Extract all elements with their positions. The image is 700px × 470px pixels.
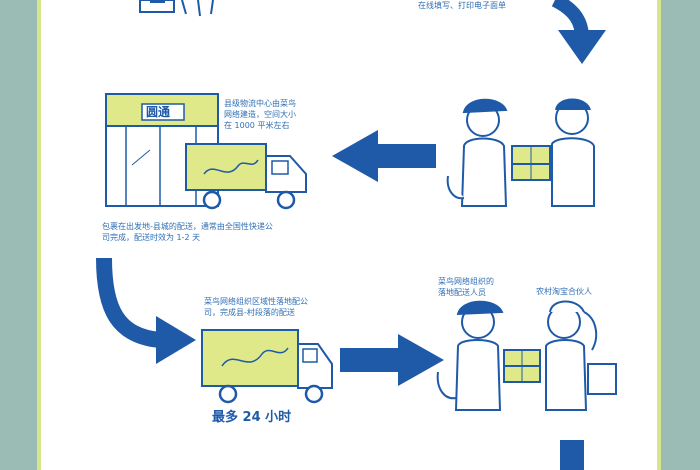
down-arrow-bottom xyxy=(560,440,584,470)
right-border xyxy=(657,0,661,470)
left-arrow xyxy=(332,130,436,182)
courier-handover-upper xyxy=(446,98,595,207)
last-mile-description: 菜鸟网络组织区域性落地配公 司，完成县-村段落的配送 xyxy=(204,297,308,317)
curve-arrow-left xyxy=(96,257,196,364)
center-sign: 圆通 xyxy=(146,105,171,119)
truck-upper xyxy=(185,143,307,210)
right-arrow xyxy=(340,334,444,386)
top-caption: 在线填写、打印电子面单 xyxy=(418,1,506,10)
left-border xyxy=(37,0,41,470)
county-center-description: 县级物流中心由菜鸟 网络建造，空间大小 在 1000 平米左右 xyxy=(224,99,296,130)
deliverer-label: 菜鸟网络组织的 落地配送人员 xyxy=(438,277,494,297)
printer-icon xyxy=(139,0,214,17)
down-arrow-top xyxy=(551,0,606,64)
deliverer-handover-lower xyxy=(436,300,617,411)
route-note: 包裹在出发地-县城的配送，通常由全国性快递公 司完成，配送时效为 1-2 天 xyxy=(102,222,273,242)
partner-label: 农村淘宝合伙人 xyxy=(536,287,592,296)
time-limit: 最多 24 小时 xyxy=(212,410,292,425)
truck-lower xyxy=(201,329,333,404)
